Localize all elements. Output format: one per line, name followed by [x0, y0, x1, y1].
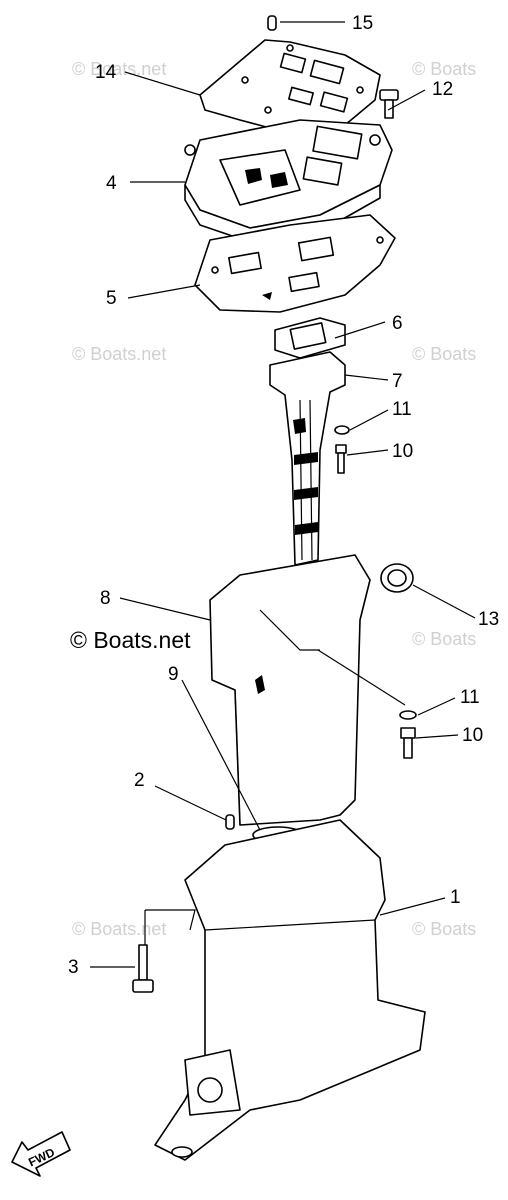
part-2-pin [225, 814, 235, 830]
part-14-gasket [199, 39, 381, 129]
callout-14: 14 [95, 62, 117, 83]
callout-13: 13 [478, 609, 499, 630]
callout-5: 5 [106, 288, 117, 309]
watermark-5: © Boats [412, 629, 476, 649]
callout-2: 2 [134, 770, 145, 791]
part-6-gasket [274, 317, 346, 359]
callout-6: 6 [392, 313, 403, 334]
part-10-bolt-lower [400, 727, 416, 759]
part-11-washer-lower [399, 710, 417, 720]
part-15-pin [267, 15, 277, 31]
callout-10-upper: 10 [392, 441, 413, 462]
fwd-arrow-icon: FWD [11, 1131, 71, 1177]
watermark-3: © Boats.net [72, 344, 166, 364]
callout-11-upper: 11 [392, 399, 412, 420]
watermark-1: © Boats.net [72, 59, 166, 79]
callout-3: 3 [68, 957, 79, 978]
watermark-4: © Boats [412, 344, 476, 364]
part-11-washer-upper [334, 425, 350, 435]
part-10-bolt-upper [335, 444, 347, 474]
callout-10-lower: 10 [462, 725, 483, 746]
callout-1: 1 [450, 887, 461, 908]
callout-9: 9 [168, 664, 179, 685]
part-3-bolt [132, 944, 154, 993]
callout-15: 15 [352, 13, 373, 34]
callout-labels: 15 14 12 4 5 6 7 11 10 8 13 11 10 9 2 1 … [68, 13, 499, 978]
callout-4: 4 [106, 173, 117, 194]
callout-11-lower: 11 [460, 687, 480, 708]
part-8-upper-casing [209, 554, 371, 826]
part-5-gasket [194, 214, 396, 313]
part-1-lower-casing [154, 819, 426, 1161]
callout-8: 8 [100, 588, 111, 609]
leader-lines [90, 21, 476, 968]
watermarks: © Boats.net © Boats © Boats.net © Boats … [70, 59, 476, 939]
part-7-exhaust-pipe [269, 351, 346, 566]
watermark-7: © Boats [412, 919, 476, 939]
part-13-seal [380, 563, 414, 593]
part-4-exhaust-plate [184, 119, 393, 243]
part-12-bolt [379, 89, 399, 119]
callout-12: 12 [432, 79, 453, 100]
watermark-main: © Boats.net [70, 627, 191, 653]
watermark-2: © Boats [412, 59, 476, 79]
watermark-6: © Boats.net [72, 919, 166, 939]
callout-7: 7 [392, 371, 403, 392]
